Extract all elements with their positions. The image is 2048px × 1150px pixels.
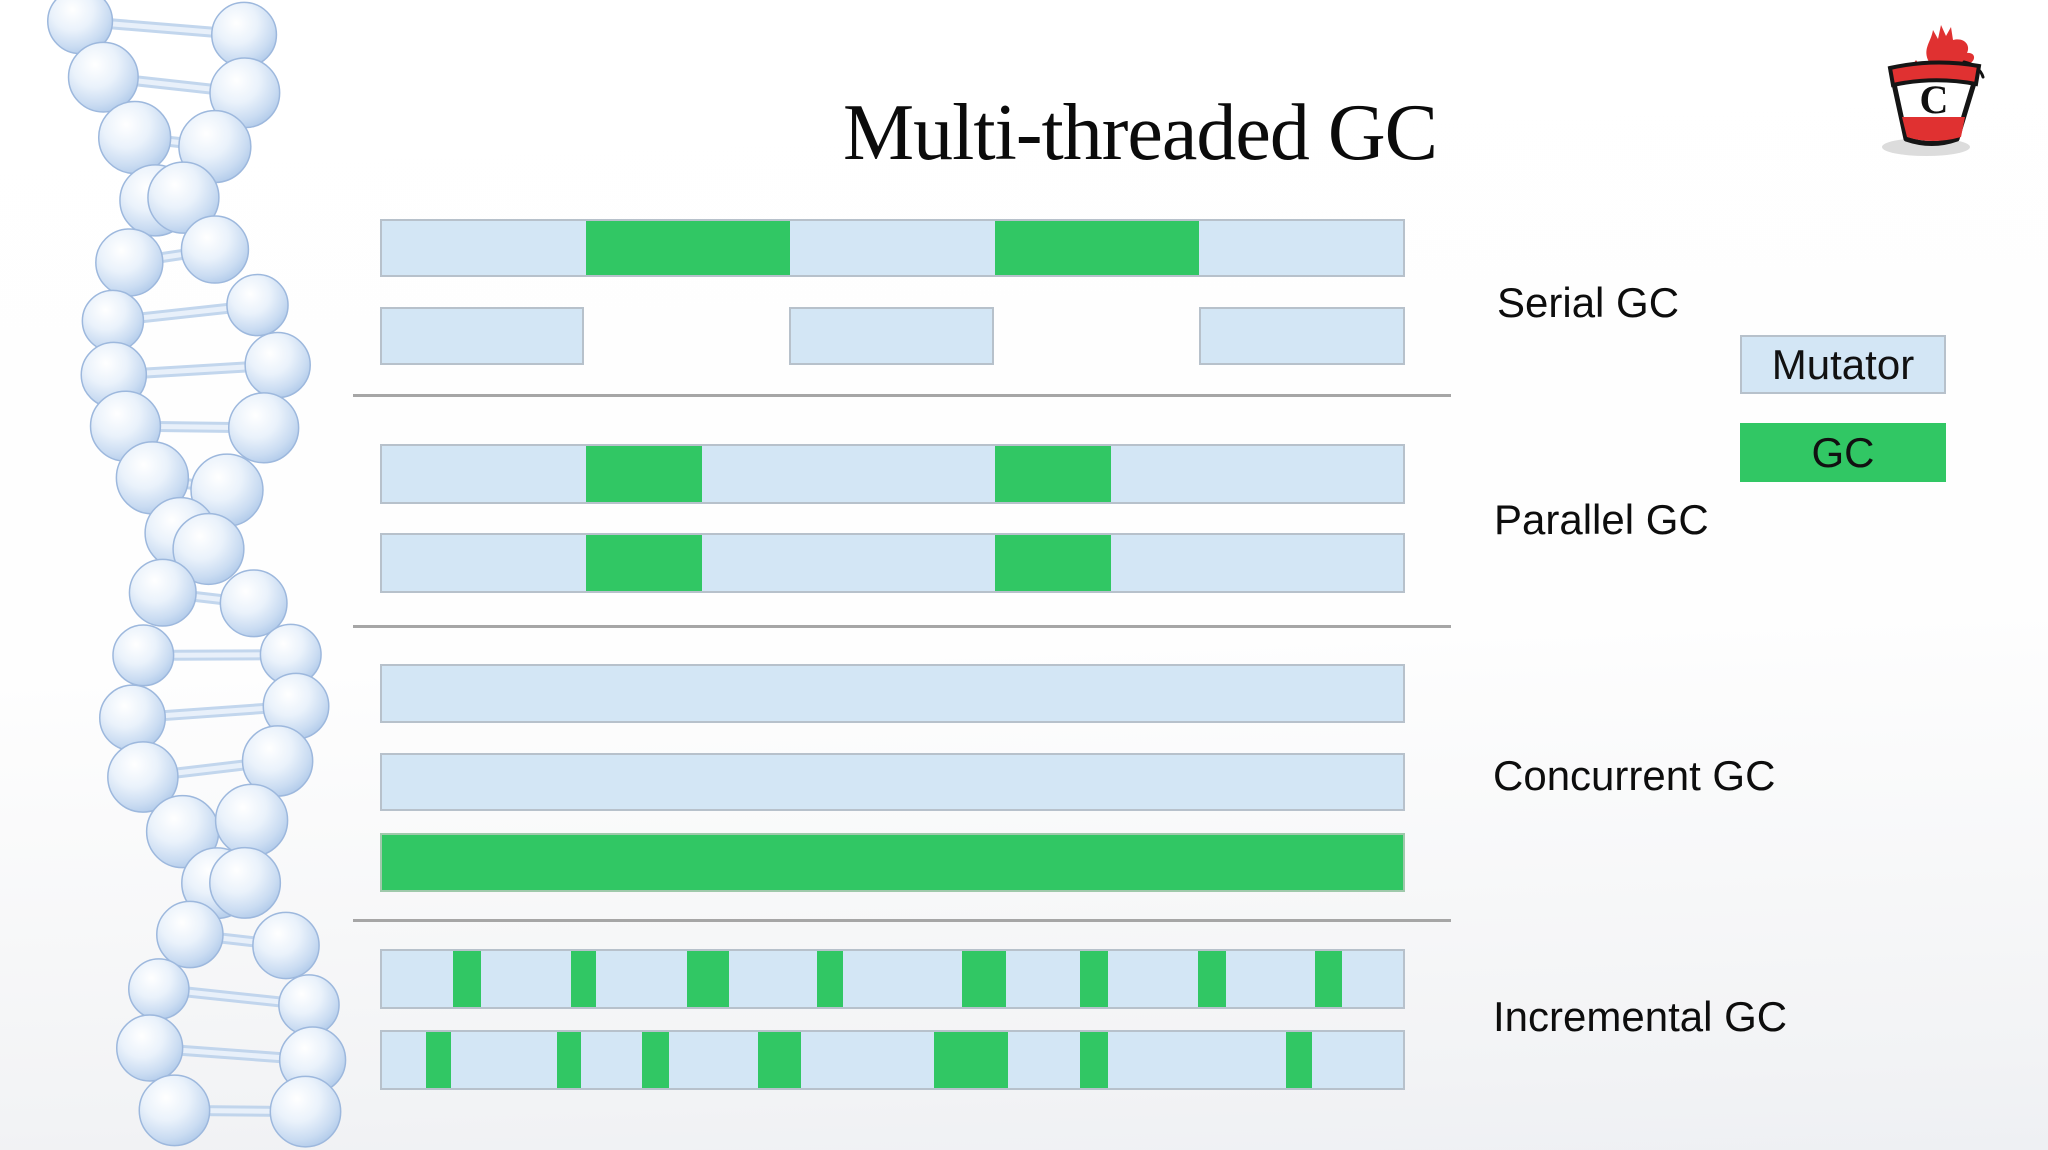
gc-segment — [425, 1032, 452, 1088]
legend-item-gc: GC — [1740, 423, 1946, 482]
timeline-row — [380, 753, 1405, 811]
gc-segment — [757, 1032, 801, 1088]
timeline-row — [380, 219, 1405, 277]
gc-segment — [687, 951, 730, 1007]
section-label-parallel: Parallel GC — [1494, 496, 1709, 543]
timeline-row — [380, 664, 1405, 723]
timeline-row — [380, 444, 1405, 504]
gc-segment — [586, 535, 702, 591]
timeline-row — [380, 949, 1405, 1009]
gc-segment — [570, 951, 597, 1007]
gc-segment — [1080, 951, 1108, 1007]
logo-rim-band — [1887, 60, 1982, 88]
timeline-row — [380, 307, 1405, 365]
section-divider — [353, 394, 1451, 397]
section-label-concurrent: Concurrent GC — [1493, 752, 1776, 799]
gc-segment — [961, 951, 1006, 1007]
gc-segment — [994, 446, 1111, 502]
dna-helix-image — [47, 0, 347, 1148]
bucket-logo-icon: C — [1882, 25, 1985, 156]
gc-segment — [994, 221, 1199, 275]
timeline-row — [380, 533, 1405, 593]
gc-segment — [586, 446, 702, 502]
gc-segment — [1315, 951, 1342, 1007]
gc-segment — [556, 1032, 582, 1088]
gc-segment — [453, 951, 482, 1007]
gc-segment — [994, 535, 1111, 591]
logo-bottom-band — [1902, 117, 1965, 141]
mutator-segment — [788, 307, 994, 365]
gc-segment — [642, 1032, 669, 1088]
legend-gc-label: GC — [1811, 428, 1875, 476]
legend-mutator-label: Mutator — [1771, 340, 1915, 388]
gc-segment — [1197, 951, 1227, 1007]
section-divider — [353, 919, 1451, 922]
section-label-incremental: Incremental GC — [1493, 993, 1788, 1040]
mutator-segment — [380, 307, 584, 365]
mutator-segment — [1198, 307, 1405, 365]
gc-segment — [816, 951, 844, 1007]
logo-letter: C — [1920, 77, 1949, 122]
legend-item-mutator: Mutator — [1740, 335, 1946, 394]
timeline-row — [380, 1030, 1405, 1090]
gc-segment — [934, 1032, 1008, 1088]
section-label-serial: Serial GC — [1497, 279, 1680, 326]
page-title: Multi-threaded GC — [843, 89, 1438, 177]
gc-segment — [1285, 1032, 1313, 1088]
gc-segment — [1080, 1032, 1108, 1088]
gc-segment — [586, 221, 791, 275]
timeline-row — [380, 833, 1405, 892]
section-divider — [353, 625, 1451, 628]
